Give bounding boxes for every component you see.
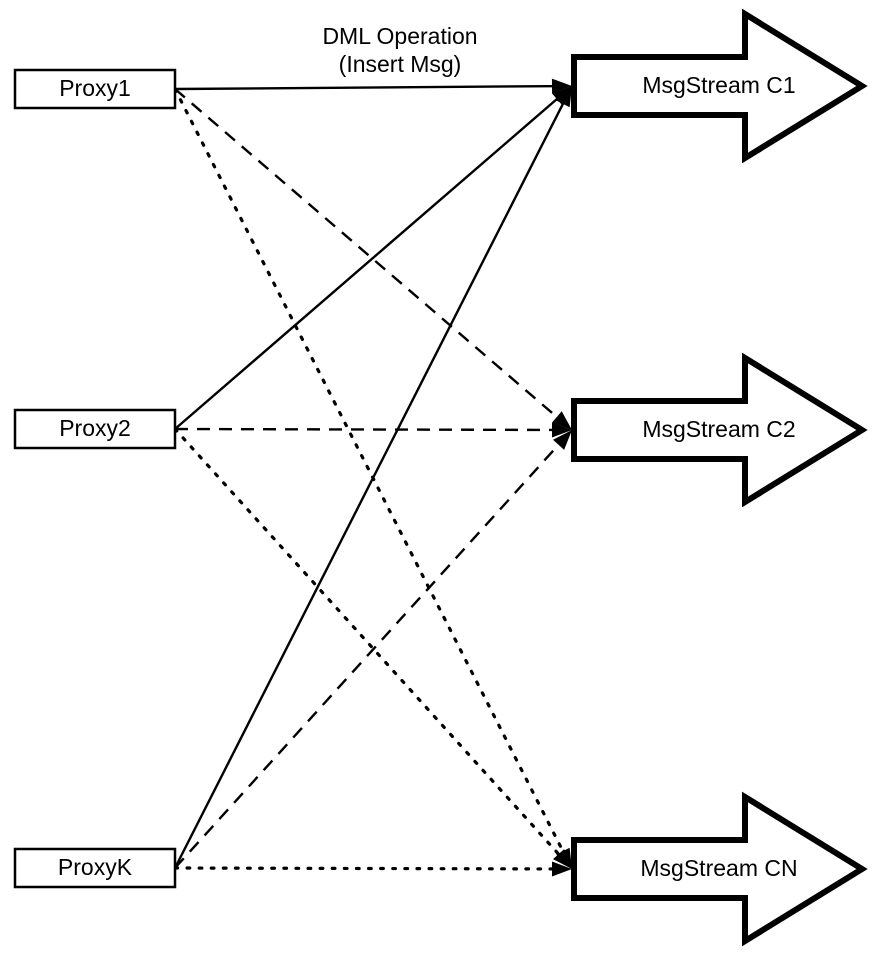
proxy-box[interactable] [13,408,177,450]
proxy-box[interactable] [13,847,177,889]
msgstream-node-msgstream-c2[interactable]: MsgStream C2 [571,352,868,508]
proxy-label: ProxyK [58,854,133,880]
connection-proxy1-to-c1-solid [174,84,569,91]
proxy-label: Proxy1 [59,75,131,101]
connection-proxyK-to-c1-solid [173,89,572,869]
connection-proxy2-to-c1-solid [174,87,570,430]
arrowhead-proxy1-to-c2 [551,411,572,430]
proxy-node-proxyk[interactable]: ProxyK [13,847,177,889]
msgstream-node-msgstream-c1[interactable]: MsgStream C1 [571,8,868,164]
arrowhead-proxy1-to-c1 [551,78,572,94]
connection-proxy2-to-cn-dotted [173,427,571,868]
block-arrow-shape[interactable] [571,352,868,508]
block-arrow-shape[interactable] [571,8,868,164]
arrowhead-proxyK-to-c1 [556,86,572,108]
connections-layer [173,84,572,871]
proxy-label: Proxy2 [59,415,131,441]
proxy-node-proxy2[interactable]: Proxy2 [13,408,177,450]
edge-label-line2: (Insert Msg) [339,51,462,77]
msgstream-label: MsgStream CN [640,855,797,881]
msgstream-label: MsgStream C1 [642,72,795,98]
proxy-node-proxy1[interactable]: Proxy1 [13,68,177,110]
connection-proxyK-to-c2-dashed [174,432,571,869]
arrowhead-proxy2-to-c2 [551,422,572,438]
arrowhead-proxy2-to-cn [553,849,572,869]
block-arrow-shape[interactable] [571,791,868,947]
msgstream-node-msgstream-cn[interactable]: MsgStream CN [571,791,868,947]
arrowhead-proxyK-to-cn [551,861,572,877]
msgstream-label: MsgStream C2 [642,416,795,442]
arrowheads-layer [551,78,572,877]
proxy-box[interactable] [13,68,177,110]
connection-proxy2-to-c2-dashed [174,427,569,432]
streams-layer: MsgStream C1 MsgStream C2 MsgStream CN [571,8,868,947]
connection-proxyK-to-cn-dotted [173,866,570,871]
edge-label-dml-operation: DML Operation (Insert Msg) [322,23,477,77]
arrowhead-proxyK-to-c2 [553,430,572,450]
edge-label-line1: DML Operation [322,23,477,49]
